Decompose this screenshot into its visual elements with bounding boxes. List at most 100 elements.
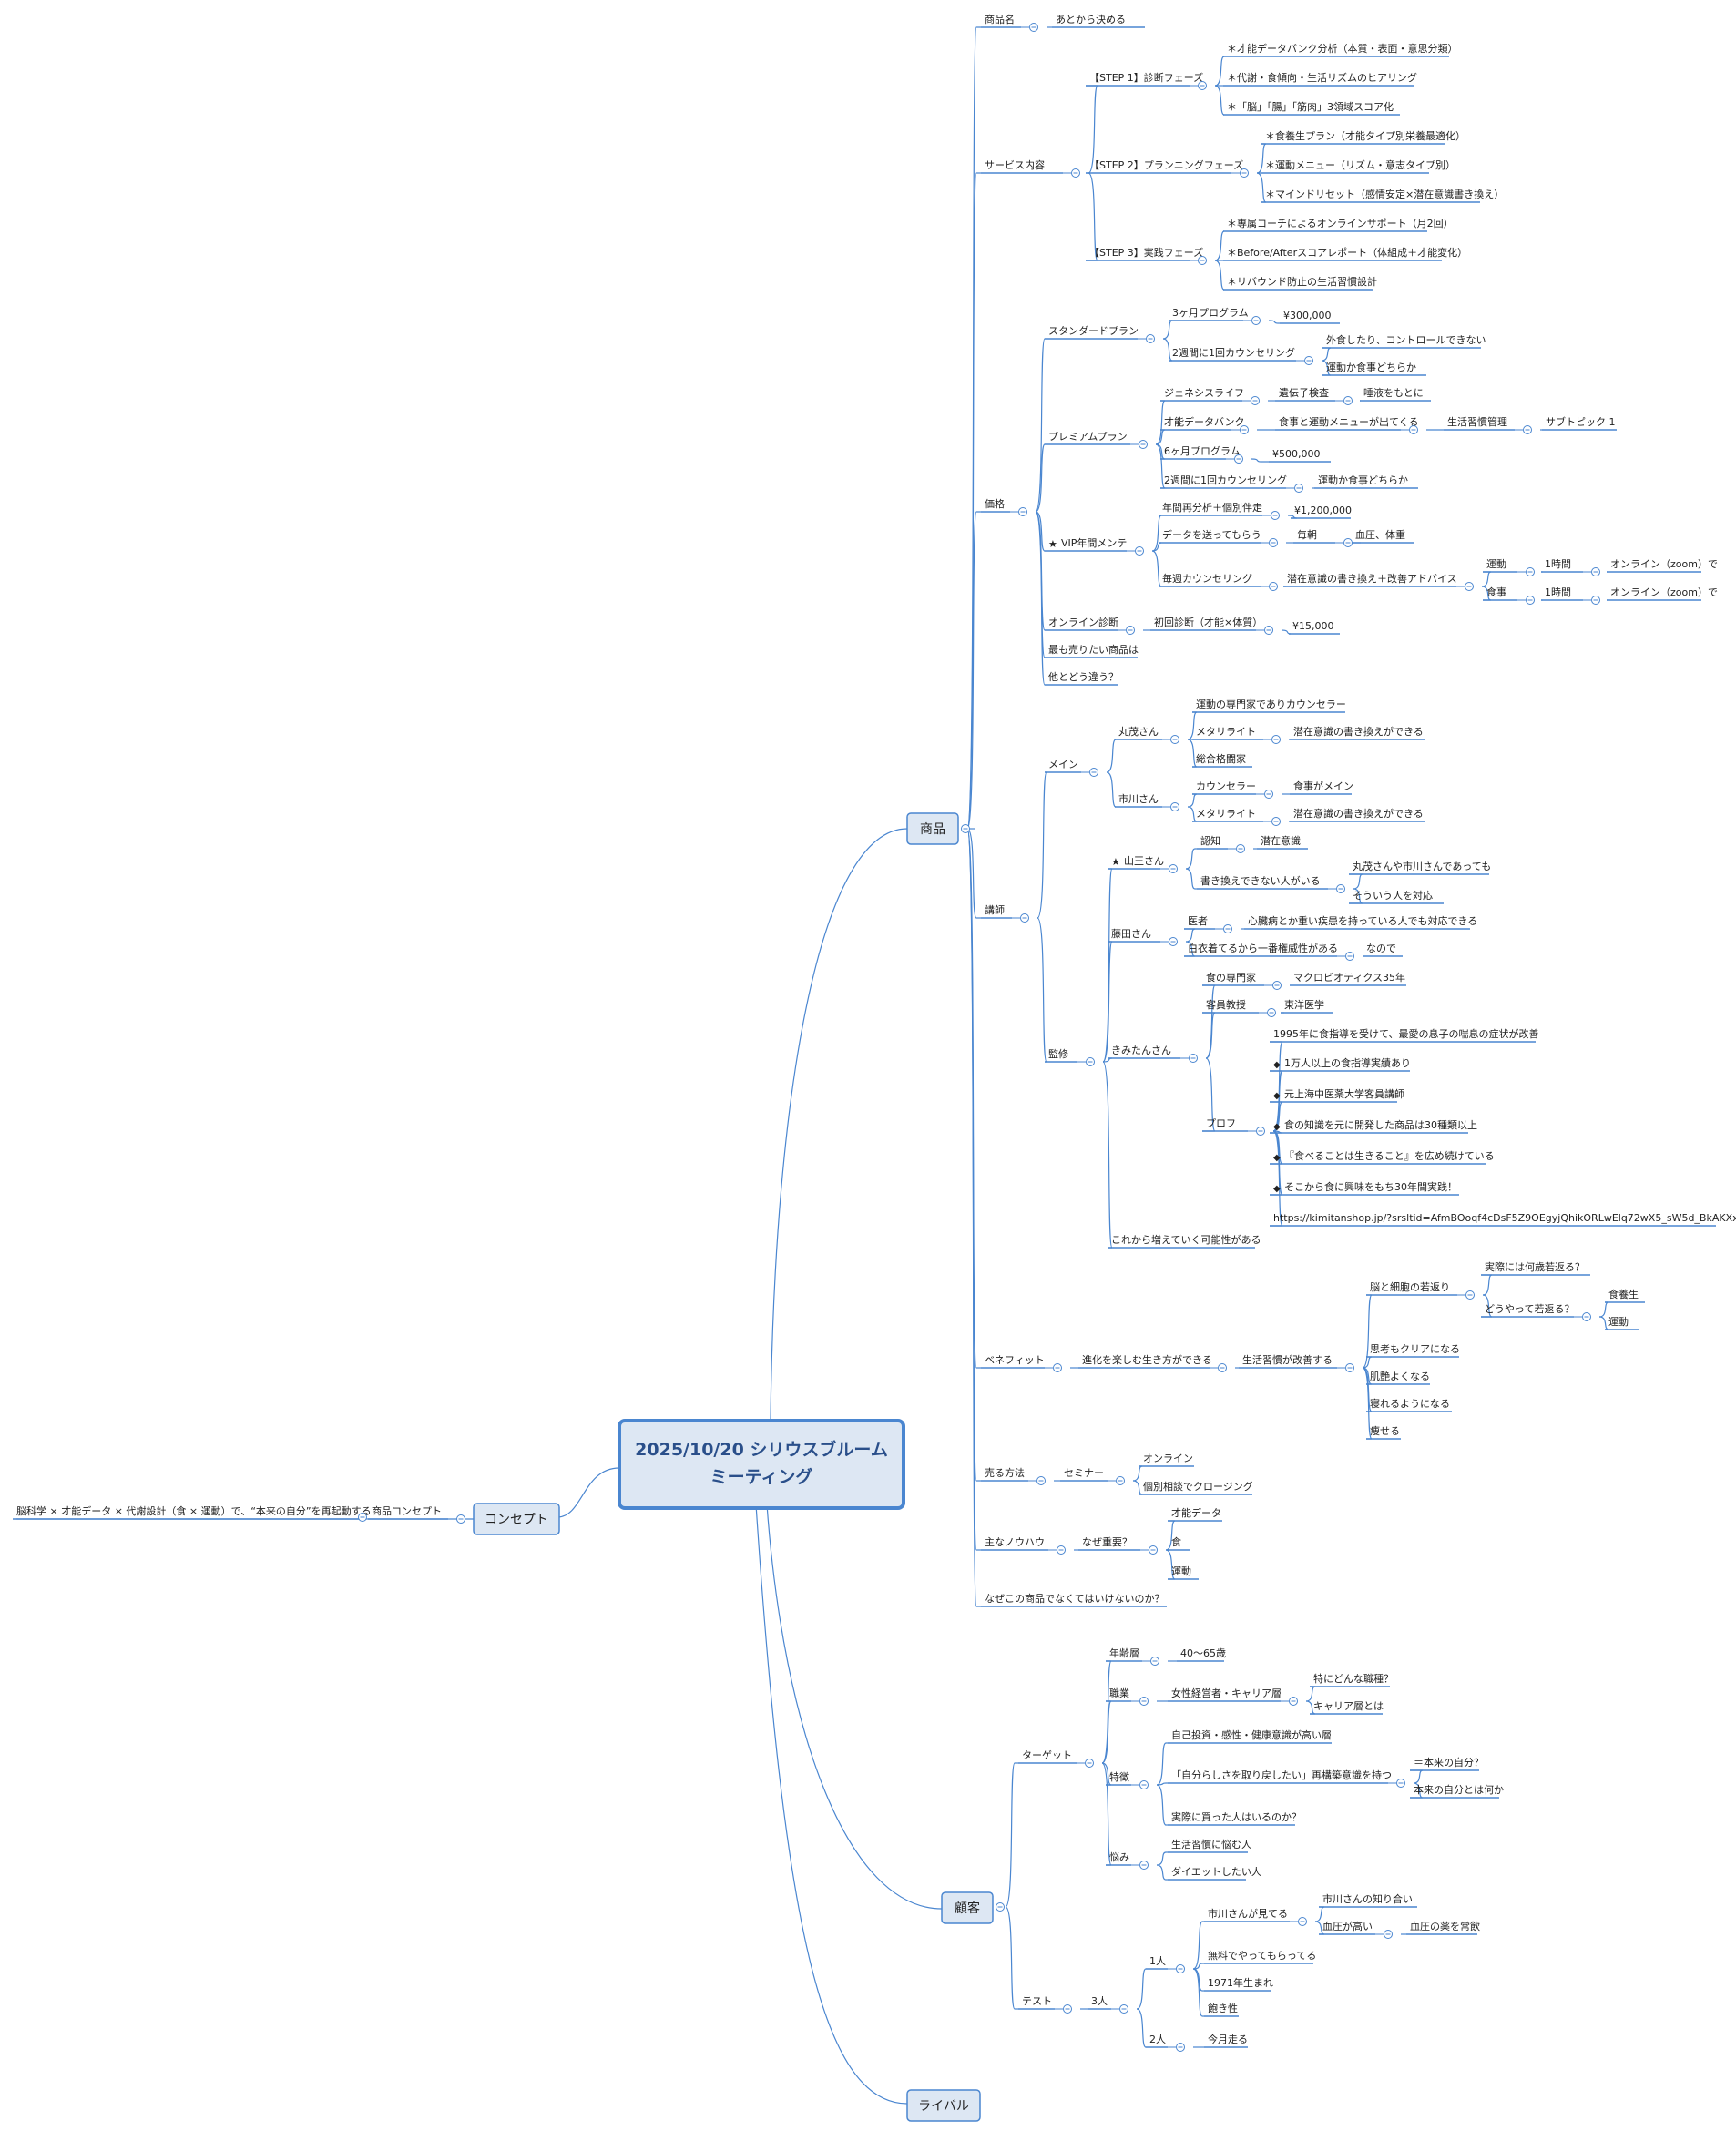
- collapse-button[interactable]: [1081, 768, 1098, 777]
- collapse-button[interactable]: [1168, 2043, 1185, 2052]
- topic-future[interactable]: これから増えていく可能性がある: [1108, 1233, 1261, 1249]
- topic-bp[interactable]: 血圧、体重: [1352, 528, 1414, 544]
- collapse-button[interactable]: [1286, 484, 1303, 493]
- topic-k-p2[interactable]: ◆元上海中医薬大学客員講師: [1270, 1087, 1404, 1103]
- topic-subt[interactable]: サブトピック 1: [1542, 415, 1617, 431]
- topic-menu[interactable]: 食事と運動メニューが出てくる: [1275, 415, 1418, 434]
- topic-p6c[interactable]: 2週間に1回カウンセリング: [1160, 474, 1303, 493]
- collapse-button[interactable]: [1517, 567, 1535, 576]
- topic-i-meta[interactable]: メタリライト: [1192, 808, 1281, 826]
- collapse-button[interactable]: [1168, 1964, 1185, 1973]
- topic-one[interactable]: 1人: [1146, 1955, 1185, 1973]
- topic-know[interactable]: 主なノウハウ: [981, 1536, 1066, 1555]
- topic-b-food[interactable]: 食養生: [1605, 1288, 1645, 1303]
- collapse-button[interactable]: [1028, 1476, 1046, 1485]
- collapse-button[interactable]: [1010, 507, 1027, 516]
- collapse-button[interactable]: [1296, 356, 1313, 365]
- collapse-button[interactable]: [1160, 864, 1178, 873]
- topic-y-cog[interactable]: 認知: [1197, 834, 1245, 853]
- collapse-button[interactable]: [1256, 626, 1273, 635]
- topic-why[interactable]: なぜ重要？: [1078, 1535, 1158, 1555]
- collapse-button[interactable]: [1140, 1545, 1158, 1555]
- collapse-button[interactable]: [1142, 1657, 1159, 1666]
- topic-habit[interactable]: 生活習慣管理: [1444, 415, 1532, 434]
- topic-needed[interactable]: なぜこの商品でなくてはいけないのか？: [981, 1592, 1167, 1607]
- topic-advice[interactable]: 潜在意識の書き換え＋改善アドバイス: [1283, 572, 1474, 591]
- topic-p6v[interactable]: ¥500,000: [1269, 448, 1331, 463]
- topic-s2c[interactable]: ＊マインドリセット（感情安定×潜在意識書き換え）: [1261, 188, 1504, 203]
- topic-vip-a[interactable]: 年間再分析＋個別伴走: [1159, 501, 1280, 520]
- collapse-button[interactable]: [1335, 396, 1353, 405]
- topic-saliva[interactable]: 唾液をもとに: [1360, 386, 1431, 402]
- branch-rival[interactable]: ライバル: [906, 2089, 981, 2122]
- topic-month[interactable]: 今月走る: [1204, 2033, 1248, 2048]
- collapse-button[interactable]: [1210, 1363, 1227, 1372]
- collapse-button[interactable]: [1328, 884, 1345, 893]
- topic-ex-h[interactable]: 1時間: [1541, 558, 1600, 576]
- topic-m-fig[interactable]: 総合格闘家: [1192, 752, 1252, 768]
- topic-step1[interactable]: 【STEP 1】診断フェーズ: [1086, 71, 1207, 90]
- topic-two[interactable]: 2人: [1146, 2034, 1185, 2052]
- collapse-button[interactable]: [1248, 1127, 1265, 1136]
- topic-test[interactable]: テスト: [1018, 1995, 1072, 2014]
- topic-inst[interactable]: 講師: [981, 903, 1029, 923]
- collapse-button[interactable]: [1130, 440, 1148, 449]
- topic-born[interactable]: 1971年生まれ: [1204, 1976, 1273, 1992]
- topic-step2[interactable]: 【STEP 2】プランニングフェーズ: [1086, 158, 1249, 178]
- collapse-button[interactable]: [1048, 1545, 1066, 1555]
- collapse-button[interactable]: [448, 1514, 465, 1524]
- topic-w1[interactable]: 生活習慣に悩む人: [1168, 1838, 1251, 1853]
- collapse-button[interactable]: [961, 824, 970, 833]
- collapse-button[interactable]: [1337, 1363, 1354, 1372]
- topic-prem[interactable]: プレミアムプラン: [1045, 431, 1148, 449]
- topic-s3c[interactable]: ＊リバウンド防止の生活習慣設計: [1223, 275, 1377, 291]
- branch-concept[interactable]: コンセプト: [473, 1503, 560, 1535]
- collapse-button[interactable]: [1281, 1697, 1298, 1706]
- collapse-button[interactable]: [1162, 735, 1179, 744]
- collapse-button[interactable]: [1583, 567, 1600, 576]
- topic-tq2[interactable]: 本来の自分とは何か: [1410, 1783, 1504, 1799]
- topic-m-meta[interactable]: メタリライト: [1192, 726, 1281, 744]
- collapse-button[interactable]: [1108, 1476, 1125, 1485]
- topic-sleep[interactable]: 寝れるようになる: [1366, 1397, 1452, 1412]
- topic-online[interactable]: オンライン診断: [1045, 616, 1135, 635]
- topic-job[interactable]: 職業: [1106, 1687, 1149, 1706]
- collapse-button[interactable]: [1574, 1312, 1591, 1321]
- collapse-button[interactable]: [1456, 582, 1474, 591]
- collapse-button[interactable]: [1111, 2004, 1128, 2014]
- topic-name[interactable]: 商品名: [981, 13, 1038, 32]
- topic-ichk[interactable]: 市川さんが見てる: [1204, 1907, 1307, 1926]
- topic-bored[interactable]: 飽き性: [1204, 2002, 1239, 2017]
- topic-t2[interactable]: 「自分らしさを取り戻したい」再構築意識を持つ: [1168, 1769, 1405, 1788]
- collapse-button[interactable]: [1055, 2004, 1072, 2014]
- topic-slim[interactable]: 痩せる: [1366, 1424, 1401, 1440]
- topic-ichi[interactable]: 市川さん: [1115, 792, 1179, 811]
- topic-yama[interactable]: ★山王さん: [1108, 855, 1178, 873]
- collapse-button[interactable]: [1401, 425, 1418, 434]
- topic-s-on[interactable]: オンライン: [1139, 1453, 1194, 1467]
- branch-product[interactable]: 商品: [906, 812, 959, 845]
- topic-service[interactable]: サービス内容: [981, 158, 1080, 178]
- topic-best[interactable]: 最も売りたい商品は: [1045, 643, 1139, 658]
- topic-young[interactable]: 実際には何歳若返る？: [1481, 1260, 1590, 1276]
- topic-talent[interactable]: 才能データバンク: [1160, 415, 1249, 434]
- collapse-button[interactable]: [1118, 626, 1135, 635]
- topic-p6c1[interactable]: 運動か食事どちらか: [1314, 474, 1418, 489]
- topic-job-q1[interactable]: 特にどんな職種？: [1310, 1672, 1394, 1687]
- topic-k-url[interactable]: https://kimitanshop.jp/?srsltid=AfmBOoqf…: [1270, 1212, 1736, 1227]
- topic-i-rew[interactable]: 潜在意識の書き換えができる: [1290, 807, 1425, 822]
- topic-y-han[interactable]: そういう人を対応: [1349, 889, 1444, 904]
- collapse-button[interactable]: [1259, 1008, 1276, 1017]
- topic-concept-text[interactable]: 脳科学 × 才能データ × 代謝設計（食 × 運動）で、“本来の自分”を再起動す…: [13, 1504, 372, 1520]
- collapse-button[interactable]: [1337, 952, 1354, 961]
- collapse-button[interactable]: [1127, 546, 1144, 556]
- topic-age-v[interactable]: 40〜65歳: [1177, 1647, 1226, 1662]
- topic-ben[interactable]: ベネフィット: [981, 1354, 1062, 1372]
- branch-customer[interactable]: 顧客: [941, 1891, 994, 1924]
- topic-m-rew[interactable]: 潜在意識の書き換えができる: [1290, 725, 1425, 740]
- topic-gene[interactable]: 遺伝子検査: [1275, 386, 1353, 405]
- topic-k-p4[interactable]: ◆『食べることは生きること』を広め続けている: [1270, 1149, 1495, 1165]
- topic-daily[interactable]: 毎朝: [1293, 529, 1353, 547]
- collapse-button[interactable]: [1457, 1290, 1475, 1300]
- topic-acq[interactable]: 市川さんの知り合い: [1319, 1892, 1417, 1908]
